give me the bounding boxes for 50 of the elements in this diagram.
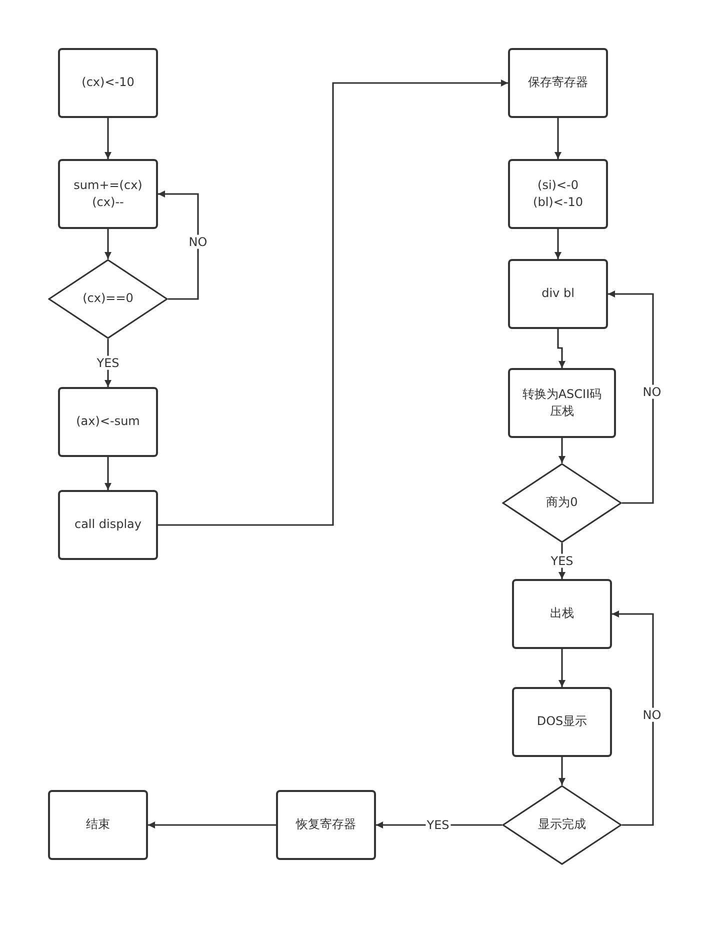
node-text: div bl	[540, 285, 576, 302]
edge-label: YES	[426, 818, 450, 832]
process-box	[48, 790, 148, 860]
node-text: 恢复寄存器	[294, 816, 357, 834]
edge-label: NO	[642, 384, 662, 400]
arrow	[158, 190, 199, 300]
node-text: (ax)<-sum	[75, 413, 141, 430]
process-box	[58, 48, 158, 118]
process-box	[58, 490, 158, 560]
arrow	[104, 229, 112, 259]
arrow	[558, 649, 566, 687]
process-box	[508, 159, 608, 229]
node-text: 出栈	[549, 605, 575, 622]
node-text: (cx)==0	[82, 290, 134, 308]
decision-diamond	[502, 463, 622, 543]
node-text: DOS显示	[536, 713, 588, 730]
process-box	[508, 259, 608, 329]
arrow	[158, 80, 508, 526]
process-box	[58, 159, 158, 229]
node-text: 显示完成	[537, 816, 587, 834]
arrow	[104, 118, 112, 159]
node-text: (cx)<-10	[80, 74, 136, 92]
process-box	[508, 48, 608, 118]
edge-label: YES	[96, 356, 120, 370]
node-text: 商为0	[545, 494, 579, 512]
edge-label: NO	[642, 708, 662, 722]
decision-diamond	[48, 259, 168, 339]
arrow	[554, 229, 562, 259]
node-text: sum+=(cx) (cx)--	[72, 176, 144, 211]
process-box	[512, 579, 612, 649]
process-box	[508, 368, 616, 438]
node-text: (si)<-0 (bl)<-10	[532, 176, 584, 211]
node-text: 结束	[85, 816, 111, 834]
node-text: 转换为ASCII码压栈	[521, 386, 603, 420]
edge-label: YES	[550, 554, 574, 568]
arrow	[554, 118, 562, 159]
arrow	[558, 438, 566, 463]
arrow	[557, 329, 566, 368]
arrow	[104, 457, 112, 490]
arrow	[612, 610, 654, 826]
process-box	[276, 790, 376, 860]
arrow	[608, 290, 654, 504]
decision-diamond	[502, 785, 622, 865]
process-box	[58, 387, 158, 457]
process-box	[512, 687, 612, 757]
node-text: call display	[73, 516, 143, 534]
node-text: 保存寄存器	[527, 74, 589, 92]
arrow	[148, 822, 276, 828]
arrow	[558, 757, 566, 785]
edge-label: NO	[188, 234, 208, 250]
